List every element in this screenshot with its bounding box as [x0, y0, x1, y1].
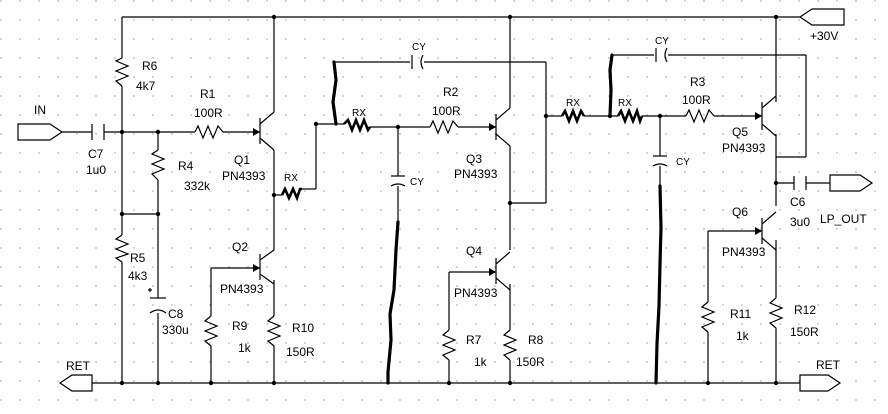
transistor-q4[interactable]: Q4 PN4393 — [454, 244, 511, 300]
q6-ref-label: Q6 — [732, 205, 748, 219]
c7-value-label: 1u0 — [86, 163, 106, 177]
r9-ref-label: R9 — [232, 319, 248, 333]
r4-ref-label: R4 — [178, 159, 194, 173]
r8-ref-label: R8 — [528, 333, 544, 347]
q4-part-label: PN4393 — [454, 286, 498, 300]
resistor-r12[interactable]: R12 150R — [768, 297, 819, 339]
port-ret-right-label: RET — [816, 358, 841, 372]
resistor-r9[interactable]: R9 1k — [203, 315, 252, 355]
transistor-q2[interactable]: Q2 PN4393 — [220, 240, 275, 296]
port-in[interactable]: IN — [17, 103, 64, 141]
r3-value-label: 100R — [682, 93, 711, 107]
rx1-label: RX — [284, 173, 298, 184]
c7-ref-label: C7 — [88, 147, 104, 161]
q5-ref-label: Q5 — [732, 125, 748, 139]
r10-ref-label: R10 — [292, 321, 314, 335]
cy4-ground-link — [654, 184, 663, 385]
port-supply[interactable]: +30V — [798, 8, 845, 43]
resistor-r2[interactable]: R2 100R — [429, 85, 461, 135]
cy3-label: CY — [655, 36, 669, 47]
stage1-wiring — [210, 17, 336, 383]
q4-ref-label: Q4 — [466, 244, 482, 258]
capacitor-c8[interactable]: C8 330u — [148, 288, 189, 337]
c6-ref-label: C6 — [790, 195, 806, 209]
transistor-q6[interactable]: Q6 PN4393 — [722, 205, 777, 259]
q3-part-label: PN4393 — [454, 167, 498, 181]
q3-ref-label: Q3 — [466, 152, 482, 166]
c8-value-label: 330u — [162, 323, 189, 337]
r7-ref-label: R7 — [466, 333, 482, 347]
port-lp-out-label: LP_OUT — [820, 212, 867, 226]
r4-value-label: 332k — [184, 179, 211, 193]
port-lp-out[interactable]: LP_OUT — [820, 174, 874, 226]
resistor-r10[interactable]: R10 150R — [266, 315, 315, 359]
r5-ref-label: R5 — [130, 251, 146, 265]
capacitor-c7[interactable]: C7 1u0 — [86, 124, 106, 177]
q6-part-label: PN4393 — [722, 245, 766, 259]
resistor-r7[interactable]: R7 1k — [441, 329, 488, 369]
capacitor-c6[interactable]: C6 3u0 — [790, 176, 810, 229]
resistor-r8[interactable]: R8 150R — [502, 329, 545, 369]
transistor-q3[interactable]: Q3 PN4393 — [454, 107, 511, 181]
r7-value-label: 1k — [474, 355, 488, 369]
port-supply-label: +30V — [810, 29, 838, 43]
resistor-r3[interactable]: R3 100R — [682, 75, 715, 124]
rx3-label: RX — [566, 98, 580, 109]
q2-part-label: PN4393 — [220, 282, 264, 296]
capacitor-cy-4[interactable]: CY — [652, 155, 690, 168]
q5-part-label: PN4393 — [722, 141, 766, 155]
r5-value-label: 4k3 — [128, 269, 148, 283]
r11-ref-label: R11 — [730, 307, 751, 321]
q2-ref-label: Q2 — [232, 240, 248, 254]
r6-ref-label: R6 — [142, 59, 158, 73]
r11-value-label: 1k — [736, 329, 750, 343]
rx2-label: RX — [352, 108, 366, 119]
cy2-label: CY — [410, 177, 424, 188]
rx4-label: RX — [618, 98, 632, 109]
r12-value-label: 150R — [790, 325, 819, 339]
transistor-q5[interactable]: Q5 PN4393 — [722, 95, 777, 155]
resistor-rx-1[interactable]: RX — [280, 173, 302, 202]
capacitor-cy-3[interactable]: CY — [655, 36, 669, 63]
cy1-label: CY — [412, 42, 426, 53]
capacitor-cy-2[interactable]: CY — [390, 175, 424, 188]
q1-part-label: PN4393 — [222, 169, 266, 183]
port-ret-right[interactable]: RET — [799, 358, 842, 392]
transistor-q1[interactable]: Q1 PN4393 — [222, 111, 275, 183]
r1-ref-label: R1 — [200, 87, 216, 101]
r10-value-label: 150R — [286, 345, 315, 359]
r2-value-label: 100R — [432, 104, 461, 118]
resistor-r4[interactable]: R4 332k — [150, 149, 211, 193]
r1-value-label: 100R — [194, 106, 223, 120]
stage3-wiring — [584, 17, 830, 383]
resistor-rx-2[interactable]: RX — [343, 108, 372, 134]
port-in-label: IN — [34, 103, 46, 117]
r6-value-label: 4k7 — [136, 79, 156, 93]
resistor-rx-3[interactable]: RX — [560, 98, 586, 125]
resistor-rx-4[interactable]: RX — [616, 98, 644, 125]
r2-ref-label: R2 — [443, 85, 459, 99]
cy4-label: CY — [676, 157, 690, 168]
c8-ref-label: C8 — [168, 307, 184, 321]
resistor-r1[interactable]: R1 100R — [194, 87, 224, 140]
resistor-r5[interactable]: R5 4k3 — [114, 234, 148, 283]
resistor-r11[interactable]: R11 1k — [700, 301, 751, 343]
cy2-ground-link — [386, 220, 400, 385]
capacitor-cy-1[interactable]: CY — [411, 42, 426, 70]
c6-value-label: 3u0 — [790, 215, 810, 229]
port-ret-left[interactable]: RET — [58, 359, 93, 392]
q1-ref-label: Q1 — [234, 153, 250, 167]
r3-ref-label: R3 — [690, 75, 706, 89]
resistor-r6[interactable]: R6 4k7 — [114, 57, 158, 93]
port-ret-left-label: RET — [66, 359, 91, 373]
r12-ref-label: R12 — [794, 303, 816, 317]
r9-value-label: 1k — [238, 341, 252, 355]
r8-value-label: 150R — [516, 355, 545, 369]
